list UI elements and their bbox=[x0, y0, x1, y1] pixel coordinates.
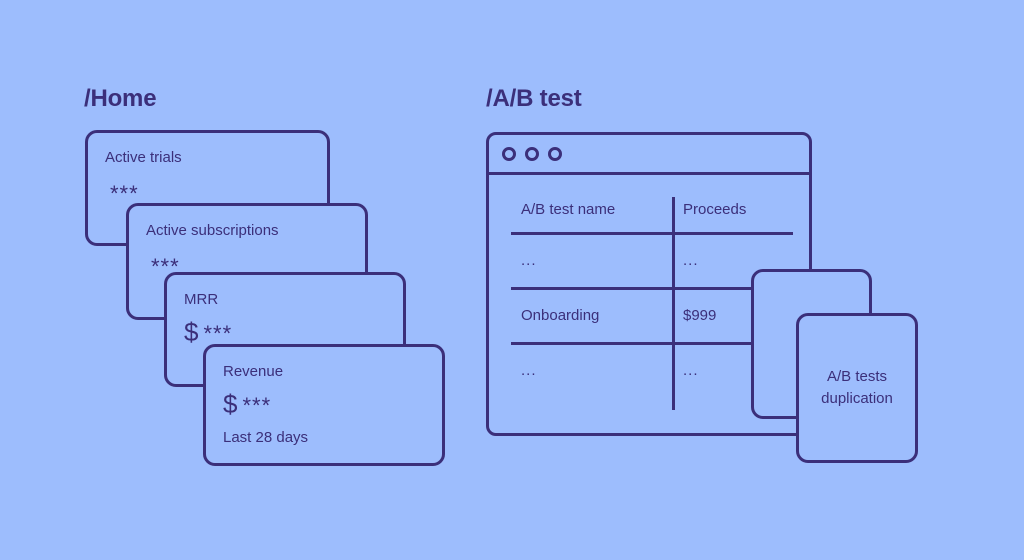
metric-subtext: Last 28 days bbox=[223, 429, 309, 446]
table-rule bbox=[511, 287, 793, 290]
metric-digits: *** bbox=[110, 181, 139, 206]
metric-digits: *** bbox=[242, 393, 272, 418]
duplication-label-line1: A/B tests bbox=[826, 368, 888, 386]
cell-test-name: Onboarding bbox=[521, 307, 600, 324]
cell-proceeds: ... bbox=[683, 252, 699, 269]
window-dot-close-icon[interactable] bbox=[502, 146, 516, 161]
currency-symbol: $ bbox=[184, 317, 199, 347]
metric-card-revenue[interactable]: Revenue $*** Last 28 days bbox=[203, 344, 445, 466]
metric-label: Revenue bbox=[223, 363, 284, 380]
duplication-label-line2: duplication bbox=[821, 390, 893, 407]
table-rule bbox=[511, 232, 793, 235]
cell-proceeds: $999 bbox=[683, 307, 717, 324]
window-dot-minimize-icon[interactable] bbox=[525, 146, 539, 161]
column-header-proceeds: Proceeds bbox=[683, 201, 747, 218]
cell-proceeds: ... bbox=[683, 362, 699, 379]
table-rule bbox=[511, 342, 793, 345]
metric-label: MRR bbox=[184, 291, 219, 308]
ab-test-table: A/B test name Proceeds ... ... Onboardin… bbox=[511, 195, 793, 410]
table-row[interactable]: ... ... bbox=[511, 235, 793, 290]
metric-label: Active subscriptions bbox=[146, 222, 279, 239]
metric-value: *** bbox=[105, 179, 139, 205]
window-dot-maximize-icon[interactable] bbox=[548, 146, 562, 161]
table-row[interactable]: ... ... bbox=[511, 345, 793, 400]
metric-label: Active trials bbox=[105, 149, 182, 166]
metric-value: $*** bbox=[184, 319, 232, 345]
browser-titlebar bbox=[489, 135, 809, 175]
currency-symbol: $ bbox=[223, 389, 238, 419]
table-row[interactable]: Onboarding $999 bbox=[511, 290, 793, 345]
metric-value: $*** bbox=[223, 391, 271, 417]
cell-test-name: ... bbox=[521, 252, 537, 269]
section-title-home: /Home bbox=[84, 85, 157, 112]
cell-test-name: ... bbox=[521, 362, 537, 379]
duplication-card-label: A/B tests duplication bbox=[821, 366, 893, 410]
duplication-card-front[interactable]: A/B tests duplication bbox=[796, 313, 918, 463]
column-header-name: A/B test name bbox=[521, 201, 616, 218]
table-column-divider bbox=[672, 197, 675, 410]
table-header-row: A/B test name Proceeds bbox=[511, 195, 793, 235]
section-title-ab-test: /A/B test bbox=[486, 85, 582, 112]
metric-digits: *** bbox=[203, 321, 233, 346]
